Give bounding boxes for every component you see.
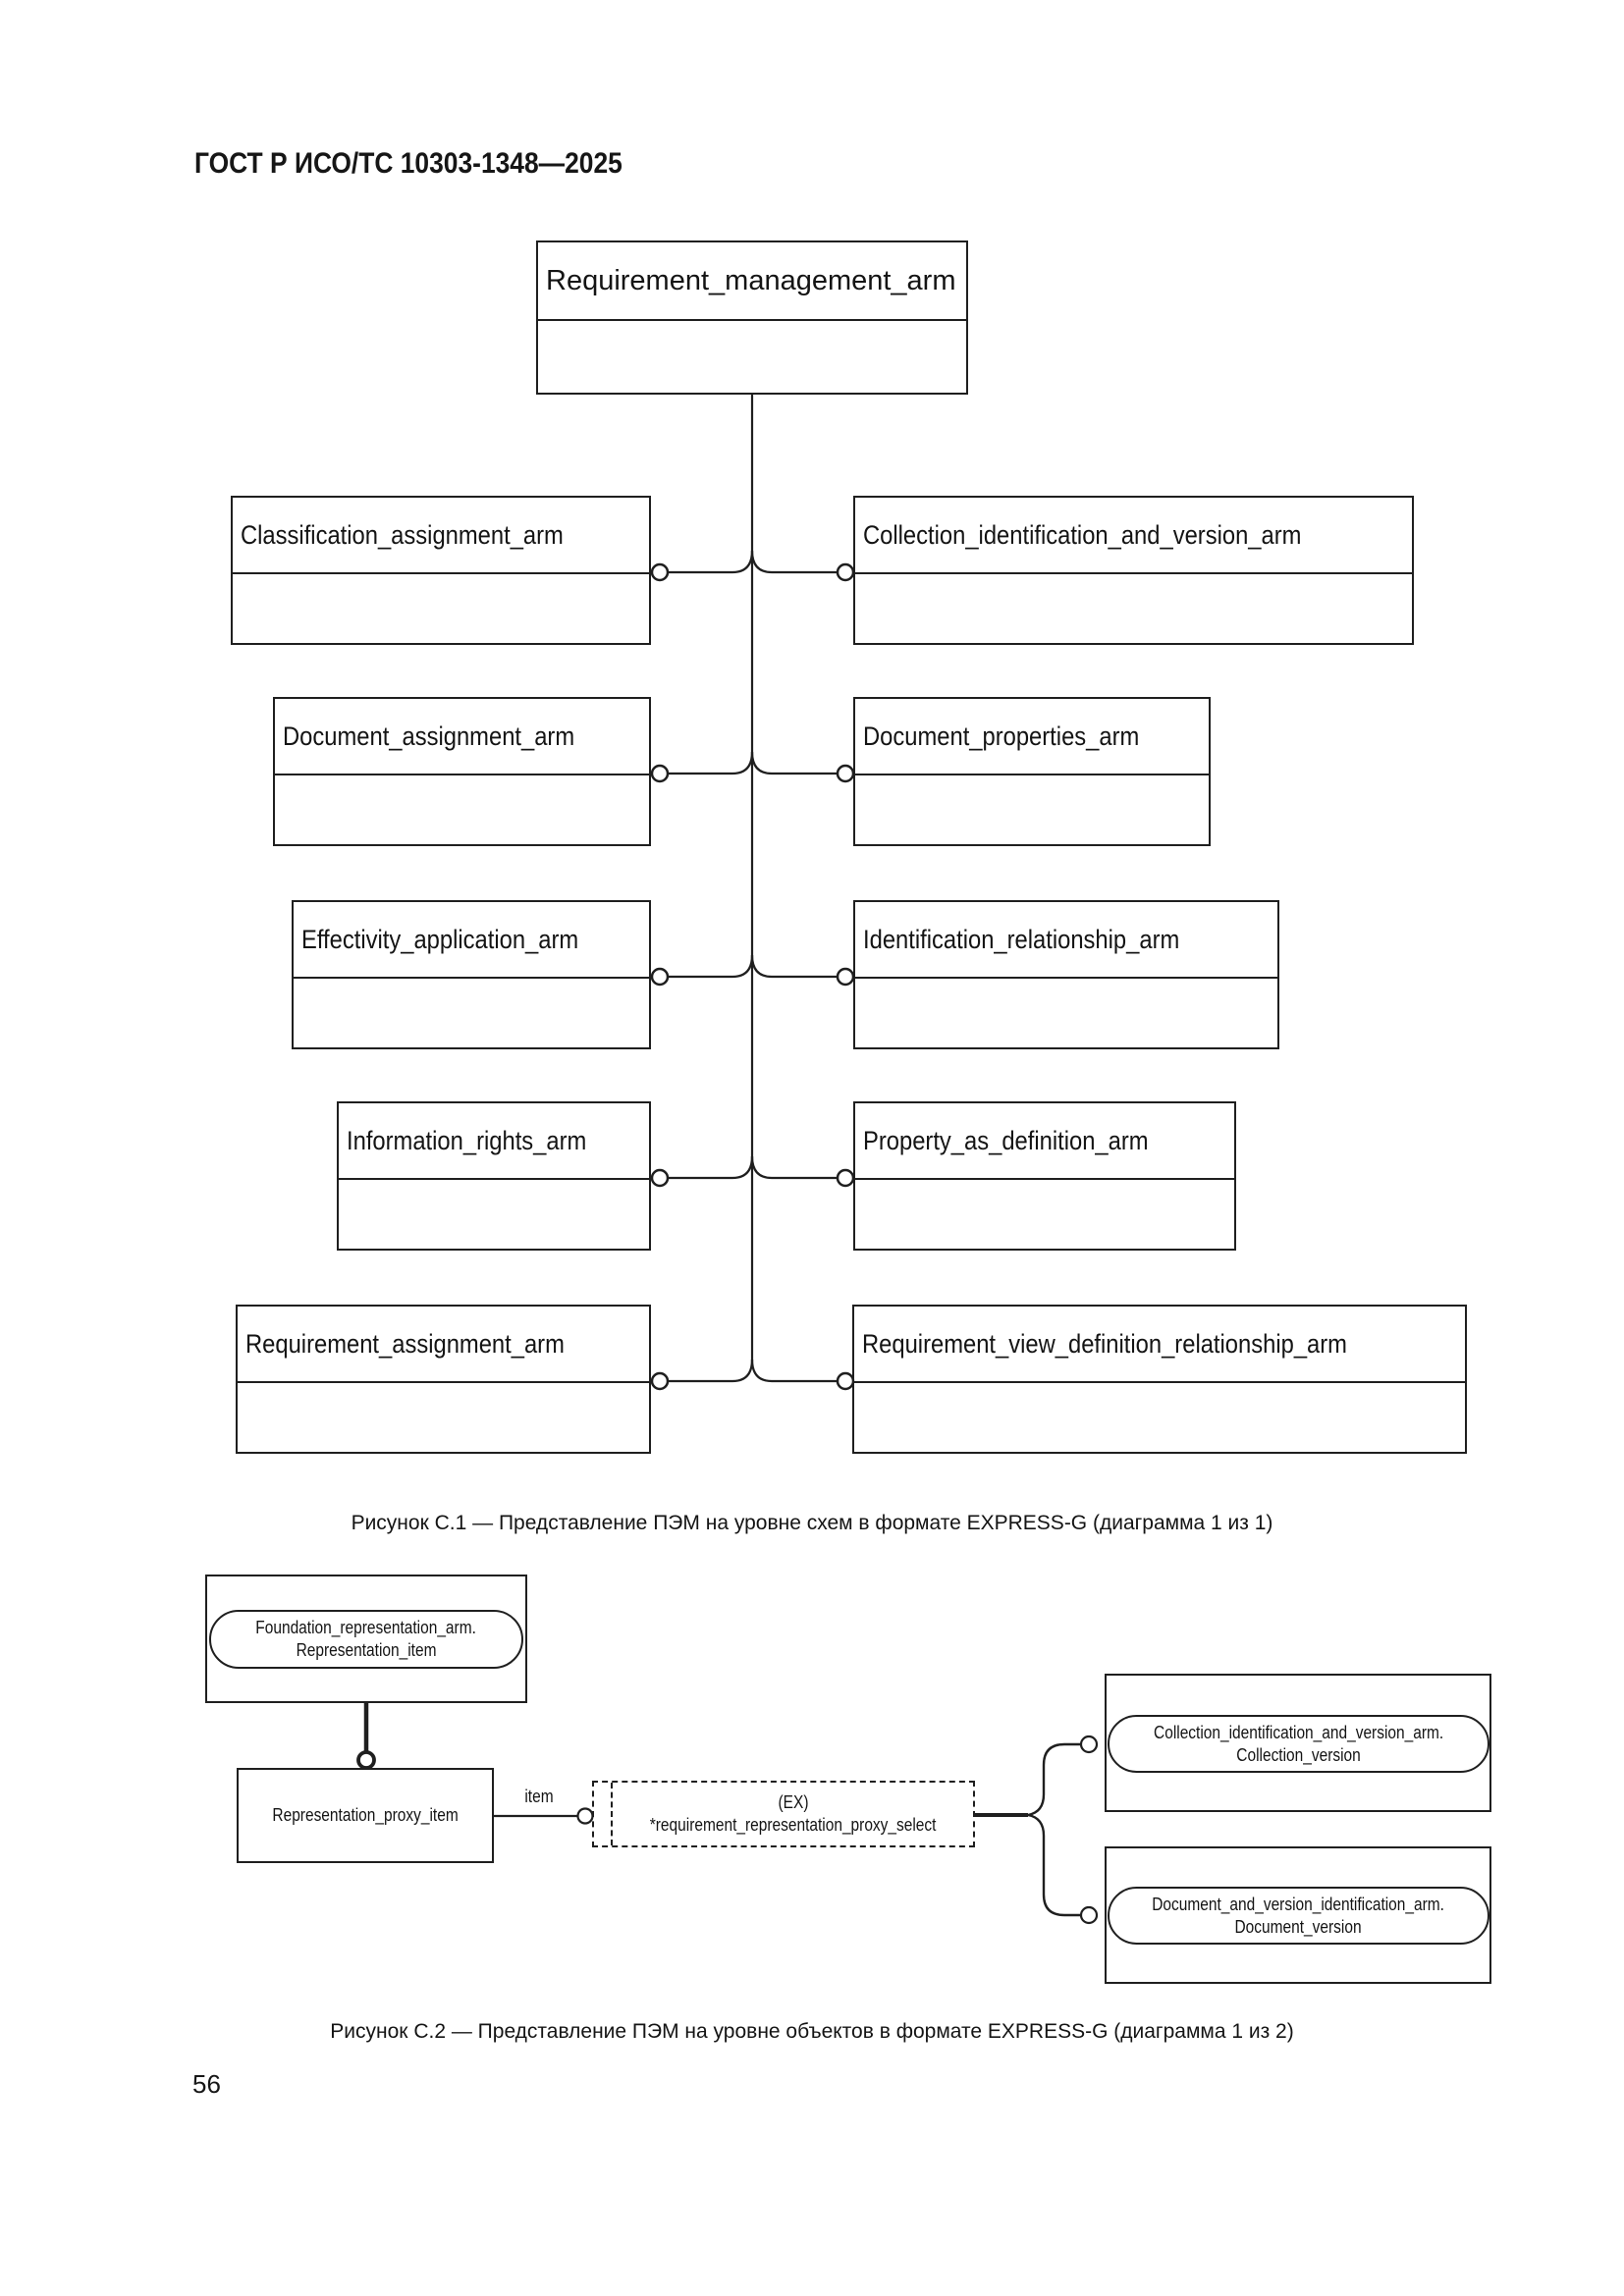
schema-box-document-assignment: Document_assignment_arm <box>273 697 651 846</box>
branch-circle <box>1079 1905 1099 1925</box>
schema-box-information-rights: Information_rights_arm <box>337 1101 651 1251</box>
collection-version-node: Collection_identification_and_version_ar… <box>1108 1715 1489 1773</box>
schema-title: Document_properties_arm <box>855 699 1209 775</box>
schema-title: Information_rights_arm <box>339 1103 649 1180</box>
node-label-line1: Foundation_representation_arm. <box>255 1618 477 1637</box>
node-label-line1: Document_and_version_identification_arm. <box>1152 1894 1445 1914</box>
schema-label: Requirement_view_definition_relationship… <box>862 1328 1347 1359</box>
schema-title: Effectivity_application_arm <box>294 902 649 979</box>
schema-box-collection-identification-and-version: Collection_identification_and_version_ar… <box>853 496 1414 645</box>
schema-title: Property_as_definition_arm <box>855 1103 1234 1180</box>
page-ref-circle <box>650 562 670 582</box>
schema-label: Requirement_assignment_arm <box>245 1328 565 1359</box>
schema-box-document-properties: Document_properties_arm <box>853 697 1211 846</box>
requirement-representation-proxy-select-box: (EX) *requirement_representation_proxy_s… <box>592 1781 975 1847</box>
representation-proxy-item-box: Representation_proxy_item <box>237 1768 494 1863</box>
page-ref-circle <box>650 967 670 987</box>
node-label-line2: Representation_item <box>296 1640 437 1660</box>
schema-box-requirement-view-definition-relationship: Requirement_view_definition_relationship… <box>852 1305 1467 1454</box>
select-branch-up <box>1027 1742 1081 1817</box>
page-ref-circle <box>650 764 670 783</box>
node-label-line1: Collection_identification_and_version_ar… <box>1153 1722 1444 1742</box>
schema-label: Effectivity_application_arm <box>301 924 579 954</box>
document-version-node: Document_and_version_identification_arm.… <box>1108 1887 1489 1945</box>
select-type-inner-line <box>611 1783 613 1845</box>
schema-label: Document_properties_arm <box>863 721 1140 751</box>
schema-label: Identification_relationship_arm <box>863 924 1180 954</box>
schema-label: Document_assignment_arm <box>283 721 575 751</box>
item-attribute-label: item <box>524 1787 554 1806</box>
page-ref-circle <box>836 1168 855 1188</box>
schema-box-effectivity-application: Effectivity_application_arm <box>292 900 651 1049</box>
figure-c1-caption: Рисунок С.1 — Представление ПЭМ на уровн… <box>351 1512 1273 1534</box>
schema-box-property-as-definition: Property_as_definition_arm <box>853 1101 1236 1251</box>
schema-title: Classification_assignment_arm <box>233 498 649 574</box>
schema-title: Requirement_view_definition_relationship… <box>854 1307 1465 1383</box>
page-ref-circle <box>836 764 855 783</box>
select-type-text: (EX) *requirement_representation_proxy_s… <box>618 1783 969 1845</box>
schema-title: Requirement_management_arm <box>538 242 966 321</box>
branch-circle <box>1079 1735 1099 1754</box>
schema-label: Information_rights_arm <box>347 1125 587 1155</box>
figure-c2-caption: Рисунок С.2 — Представление ПЭМ на уровн… <box>330 2020 1294 2043</box>
schema-box-requirement-management: Requirement_management_arm <box>536 240 968 395</box>
page-number: 56 <box>192 2069 221 2099</box>
node-label-line2: Document_version <box>1234 1916 1363 1937</box>
page-ref-circle <box>836 1371 855 1391</box>
schema-box-classification-assignment: Classification_assignment_arm <box>231 496 651 645</box>
page-ref-circle <box>650 1168 670 1188</box>
node-label-line2: Collection_version <box>1236 1744 1361 1765</box>
schema-box-identification-relationship: Identification_relationship_arm <box>853 900 1279 1049</box>
select-label-line1: (EX) <box>778 1792 809 1812</box>
schema-label: Property_as_definition_arm <box>863 1125 1149 1155</box>
subtype-circle <box>356 1750 376 1770</box>
foundation-representation-item-node: Foundation_representation_arm. Represent… <box>209 1610 523 1669</box>
schema-title: Document_assignment_arm <box>275 699 649 775</box>
page-ref-circle <box>836 967 855 987</box>
schema-label: Collection_identification_and_version_ar… <box>863 519 1302 550</box>
page-ref-circle <box>836 562 855 582</box>
schema-title: Identification_relationship_arm <box>855 902 1277 979</box>
schema-title: Requirement_assignment_arm <box>238 1307 649 1383</box>
document-header: ГОСТ Р ИСО/ТС 10303-1348—2025 <box>194 147 623 180</box>
entity-label: Representation_proxy_item <box>272 1805 459 1825</box>
schema-box-requirement-assignment: Requirement_assignment_arm <box>236 1305 651 1454</box>
select-branch-down <box>1027 1813 1081 1917</box>
schema-title: Collection_identification_and_version_ar… <box>855 498 1412 574</box>
schema-label: Classification_assignment_arm <box>241 519 564 550</box>
page-ref-circle <box>650 1371 670 1391</box>
attribute-circle <box>576 1807 594 1825</box>
select-label-line2: *requirement_representation_proxy_select <box>650 1815 937 1835</box>
schema-label: Requirement_management_arm <box>546 264 956 296</box>
